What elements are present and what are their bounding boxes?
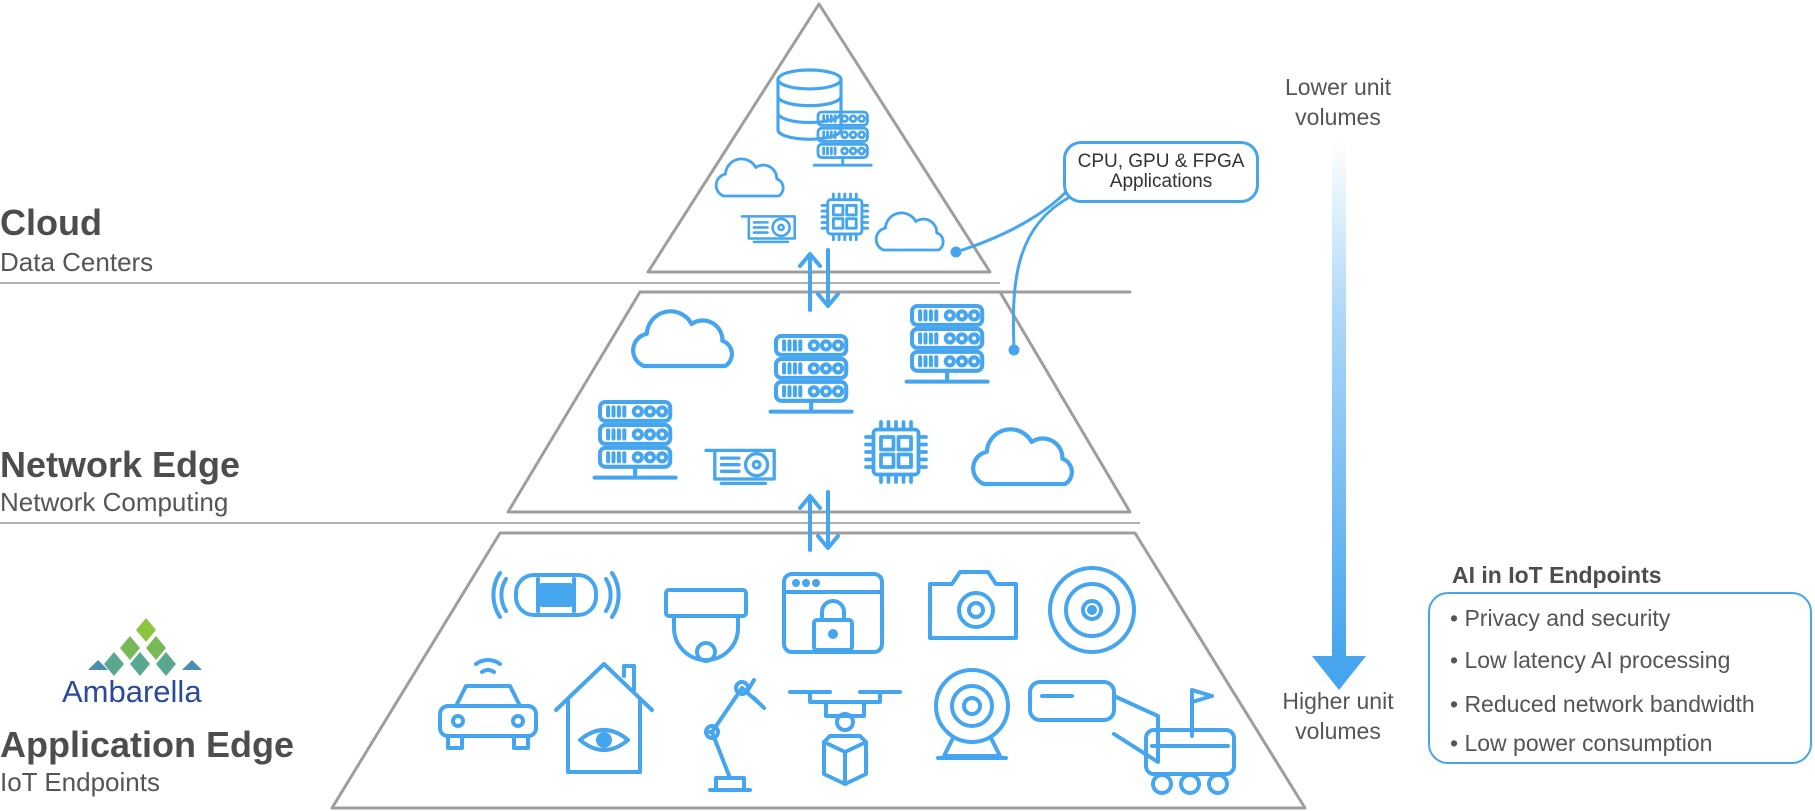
ambarella-logo-mark bbox=[88, 618, 202, 676]
level-subtitle-application: IoT Endpoints bbox=[0, 767, 160, 797]
cloud-icon bbox=[874, 211, 945, 252]
server-rack-icon bbox=[595, 402, 676, 478]
ai-benefits-box: • Privacy and security • Low latency AI … bbox=[1428, 592, 1812, 764]
server-rack-icon bbox=[907, 306, 988, 382]
robot-arm-icon bbox=[704, 678, 766, 792]
level-title-cloud: Cloud bbox=[0, 202, 102, 243]
level-subtitle-cloud: Data Centers bbox=[0, 247, 154, 277]
cloud-icon bbox=[973, 429, 1072, 484]
ai-benefit-item: • Low latency AI processing bbox=[1450, 647, 1731, 673]
chip-icon bbox=[864, 420, 928, 484]
down-arrow-icon bbox=[816, 248, 840, 308]
webcam-icon bbox=[934, 668, 1010, 760]
level-title-application: Application Edge bbox=[0, 724, 295, 765]
down-arrow-icon bbox=[816, 490, 840, 550]
secure-browser-icon bbox=[782, 572, 884, 654]
smart-home-icon bbox=[554, 662, 654, 774]
level-title-network: Network Edge bbox=[0, 444, 241, 485]
delivery-robot-icon bbox=[1144, 688, 1236, 795]
volume-gradient-bar bbox=[1332, 140, 1346, 660]
gpu-card-icon bbox=[740, 215, 796, 244]
server-rack-icon bbox=[812, 110, 873, 167]
delivery-drone-icon bbox=[788, 690, 902, 786]
ai-panel-title: AI in IoT Endpoints bbox=[1452, 562, 1662, 588]
dome-camera-icon bbox=[664, 588, 748, 663]
cloud-icon bbox=[714, 157, 785, 198]
server-rack-icon bbox=[771, 336, 852, 412]
callout-connector-cloud bbox=[954, 190, 1068, 254]
camera-icon bbox=[928, 570, 1018, 640]
cloud-tier bbox=[646, 2, 992, 274]
connected-car-icon bbox=[438, 658, 538, 750]
ai-benefit-item: • Privacy and security bbox=[1450, 605, 1671, 631]
callout-connector-network bbox=[1011, 196, 1070, 352]
level-subtitle-network: Network Computing bbox=[0, 487, 229, 517]
ai-benefit-item: • Reduced network bandwidth bbox=[1450, 691, 1755, 717]
chip-icon bbox=[820, 192, 870, 242]
cloud-icon bbox=[633, 311, 732, 366]
network-trapezoid bbox=[506, 290, 1132, 514]
robot-vacuum-icon bbox=[1048, 566, 1136, 654]
endpoint-trapezoid bbox=[330, 531, 1307, 810]
ai-benefit-item: • Low power consumption bbox=[1450, 730, 1713, 756]
gpu-card-icon bbox=[704, 448, 776, 486]
doorbell-camera-icon bbox=[1028, 680, 1160, 764]
ambarella-logo-text: Ambarella bbox=[62, 674, 202, 709]
volume-arrow-head bbox=[1312, 656, 1366, 690]
up-arrow-icon bbox=[798, 252, 822, 312]
up-arrow-icon bbox=[798, 494, 822, 552]
car-sensor-icon bbox=[491, 571, 621, 619]
